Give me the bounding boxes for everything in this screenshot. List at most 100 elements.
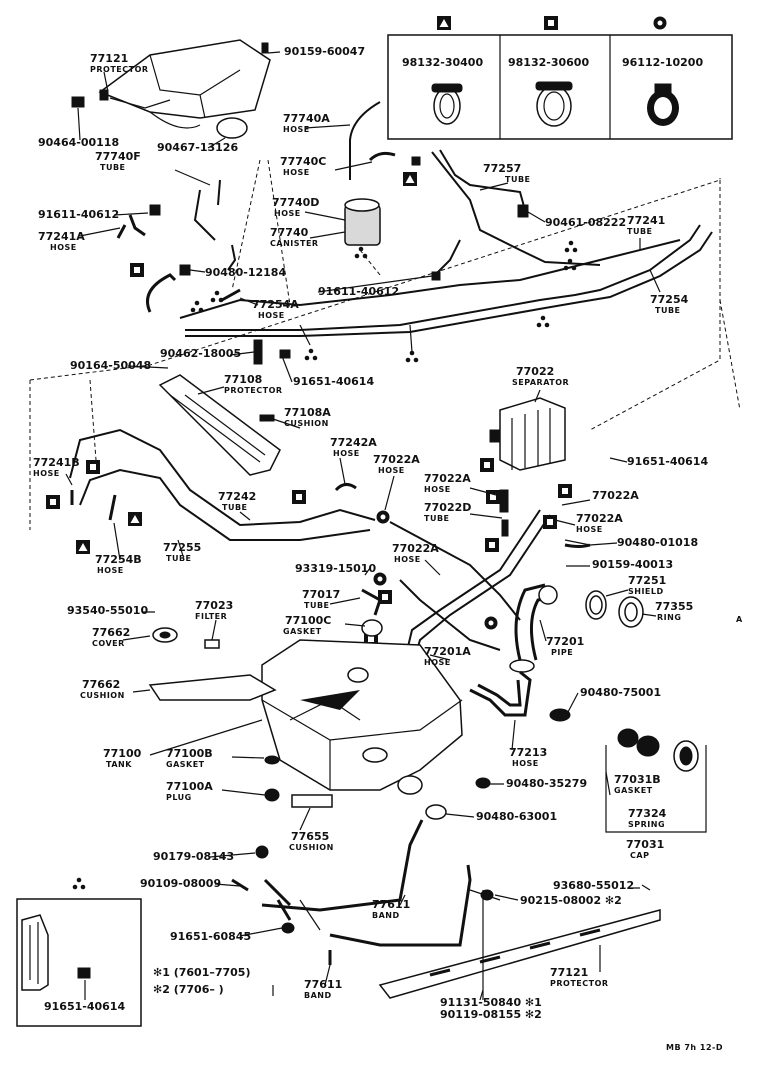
label-77022A-1-name: HOSE bbox=[378, 466, 405, 475]
serial-notes: ✻1 (7601–7705) ✻2 (7706– ) bbox=[153, 966, 274, 996]
label-77022A-5-name: HOSE bbox=[394, 555, 421, 564]
label-77355: 77355 bbox=[655, 600, 693, 613]
label-77031: 77031 bbox=[626, 838, 664, 851]
label-77100: 77100 bbox=[103, 747, 142, 760]
label-90461: 90461-08222 bbox=[545, 216, 626, 229]
upper-tube-drawing bbox=[116, 101, 713, 365]
label-91611-b: 91611-40612 bbox=[318, 285, 399, 298]
label-77241B: 77241B bbox=[33, 456, 80, 469]
clamp-ring-icon bbox=[647, 83, 679, 126]
label-93680: 93680-55012 bbox=[553, 879, 634, 892]
label-77740F-name: TUBE bbox=[100, 163, 126, 172]
label-77324-name: SPRING bbox=[628, 820, 665, 829]
filler-pipe-drawing bbox=[469, 539, 644, 789]
label-77022A-5: 77022A bbox=[392, 542, 439, 555]
label-90480-35279: 90480-35279 bbox=[506, 777, 587, 790]
note-2: ✻2 (7706– ) bbox=[153, 983, 224, 996]
label-77355-name: RING bbox=[657, 613, 681, 622]
label-77213: 77213 bbox=[509, 746, 547, 759]
label-77100A: 77100A bbox=[166, 780, 213, 793]
label-77254B-name: HOSE bbox=[97, 566, 124, 575]
label-77022D-name: TUBE bbox=[424, 514, 450, 523]
label-77022A-2: 77022A bbox=[424, 472, 471, 485]
label-77241A-name: HOSE bbox=[50, 243, 77, 252]
label-77254-name: TUBE bbox=[655, 306, 681, 315]
label-77740-name: CANISTER bbox=[270, 239, 319, 248]
label-77740A: 77740A bbox=[283, 112, 330, 125]
label-77242-name: TUBE bbox=[222, 503, 248, 512]
label-77241A: 77241A bbox=[38, 230, 85, 243]
label-77201: 77201 bbox=[546, 635, 584, 648]
label-90179: 90179-08143 bbox=[153, 850, 234, 863]
label-90159-40013: 90159-40013 bbox=[592, 558, 673, 571]
protector-mid-drawing bbox=[158, 374, 281, 476]
clamp-circle-part-number: 96112-10200 bbox=[622, 56, 703, 69]
protector-top-drawing bbox=[71, 39, 271, 139]
clamp-legend: 98132-30400 98132-30600 96112-10200 bbox=[387, 16, 733, 140]
label-90462: 90462-18005 bbox=[160, 347, 241, 360]
label-77740: 77740 bbox=[270, 226, 309, 239]
label-90119: 90119-08155 ✻2 bbox=[440, 1008, 542, 1021]
note-1: ✻1 (7601–7705) bbox=[153, 966, 251, 979]
label-77254: 77254 bbox=[650, 293, 689, 306]
label-77655: 77655 bbox=[291, 830, 329, 843]
inset-box bbox=[16, 898, 142, 1027]
label-91651-d: 91651-40614 bbox=[44, 1000, 125, 1013]
label-77022: 77022 bbox=[516, 365, 554, 378]
label-77201A-name: HOSE bbox=[424, 658, 451, 667]
label-77031B-name: GASKET bbox=[614, 786, 653, 795]
label-77031B: 77031B bbox=[614, 773, 661, 786]
label-77662-cover: 77662 bbox=[92, 626, 130, 639]
label-90480-01018: 90480-01018 bbox=[617, 536, 698, 549]
label-77213-name: HOSE bbox=[512, 759, 539, 768]
clamp-square-part-number: 98132-30600 bbox=[508, 56, 589, 69]
label-91131: 91131-50840 ✻1 bbox=[440, 996, 542, 1009]
label-77740F: 77740F bbox=[95, 150, 141, 163]
label-77022D: 77022D bbox=[424, 501, 471, 514]
label-77017-name: TUBE bbox=[304, 601, 330, 610]
label-77241-name: TUBE bbox=[627, 227, 653, 236]
label-77242: 77242 bbox=[218, 490, 256, 503]
label-90159-60047: 90159-60047 bbox=[284, 45, 365, 58]
label-77121-bottom: 77121 bbox=[550, 966, 588, 979]
circle-marker-icon bbox=[653, 16, 667, 30]
label-77324: 77324 bbox=[628, 807, 667, 820]
label-77201A: 77201A bbox=[424, 645, 471, 658]
label-77655-name: CUSHION bbox=[289, 843, 334, 852]
label-77022A-2-name: HOSE bbox=[424, 485, 451, 494]
label-77100A-name: PLUG bbox=[166, 793, 192, 802]
label-77108: 77108 bbox=[224, 373, 262, 386]
label-77108A: 77108A bbox=[284, 406, 331, 419]
label-77740A-name: HOSE bbox=[283, 125, 310, 134]
label-93319: 93319-15010 bbox=[295, 562, 376, 575]
label-90215: 90215-08002 ✻2 bbox=[520, 894, 622, 907]
label-90464: 90464-00118 bbox=[38, 136, 119, 149]
clamp-small-icon bbox=[431, 83, 463, 125]
label-77242A: 77242A bbox=[330, 436, 377, 449]
label-77257-name: TUBE bbox=[505, 175, 531, 184]
label-77121-top-name: PROTECTOR bbox=[90, 65, 149, 74]
dashed-boundary bbox=[29, 178, 721, 530]
edge-mark: A bbox=[736, 615, 743, 624]
label-77251-name: SHIELD bbox=[628, 587, 664, 596]
label-77100C-name: GASKET bbox=[283, 627, 322, 636]
label-77662-cushion: 77662 bbox=[82, 678, 120, 691]
label-77201-name: PIPE bbox=[551, 648, 573, 657]
label-77740D: 77740D bbox=[272, 196, 319, 209]
lower-bands-drawing bbox=[231, 819, 661, 1000]
label-90109: 90109-08009 bbox=[140, 877, 221, 890]
label-90467: 90467-13126 bbox=[157, 141, 238, 154]
label-91651-b: 91651-40614 bbox=[627, 455, 708, 468]
label-77611-b: 77611 bbox=[304, 978, 342, 991]
label-77254B: 77254B bbox=[95, 553, 142, 566]
label-77254A-name: HOSE bbox=[258, 311, 285, 320]
part-labels: 77121 PROTECTOR 90159-60047 90464-00118 … bbox=[33, 45, 743, 1052]
label-77740C-name: HOSE bbox=[283, 168, 310, 177]
label-77022A-4: 77022A bbox=[576, 512, 623, 525]
label-77241B-name: HOSE bbox=[33, 469, 60, 478]
label-77108A-name: CUSHION bbox=[284, 419, 329, 428]
label-77662-cushion-name: CUSHION bbox=[80, 691, 125, 700]
label-77023-name: FILTER bbox=[195, 612, 227, 621]
label-77121-bottom-name: PROTECTOR bbox=[550, 979, 609, 988]
label-90480-75001: 90480-75001 bbox=[580, 686, 661, 699]
